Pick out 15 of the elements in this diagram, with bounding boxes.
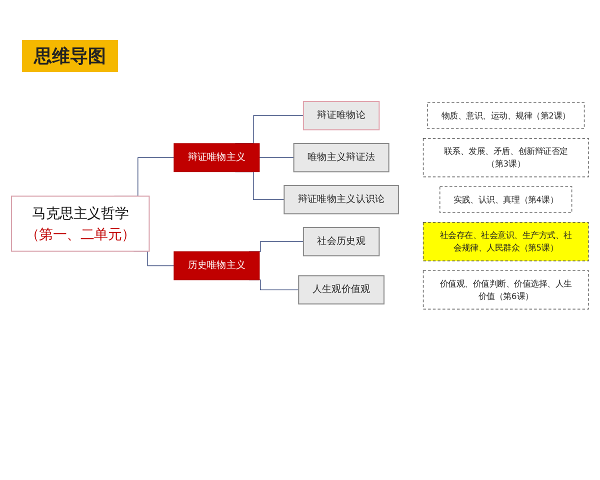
node-box: 实践、认识、真理（第4课） <box>440 186 572 214</box>
node-box: 辩证唯物论 <box>302 101 380 130</box>
node-box: 历史唯物主义 <box>174 251 260 280</box>
node-box: 人生观价值观 <box>298 275 385 304</box>
connector <box>259 157 294 158</box>
node-box: 唯物主义辩证法 <box>293 143 390 172</box>
node-box: 社会历史观 <box>302 227 380 256</box>
title: 思维导图 <box>22 40 118 72</box>
node-box: 物质、意识、运动、规律（第2课） <box>427 102 585 130</box>
node-box: 辩证唯物主义认识论 <box>284 185 399 214</box>
node-box: 辩证唯物主义 <box>174 143 260 172</box>
node-box: 社会存在、社会意识、生产方式、社会规律、人民群众（第5课） <box>422 222 589 262</box>
node-box: 价值观、价值判断、价值选择、人生价值（第6课） <box>422 270 589 310</box>
node-box: 马克思主义哲学 （第一、二单元） <box>11 196 150 252</box>
node-box: 联系、发展、矛盾、创新辩证否定（第3课） <box>422 138 589 178</box>
